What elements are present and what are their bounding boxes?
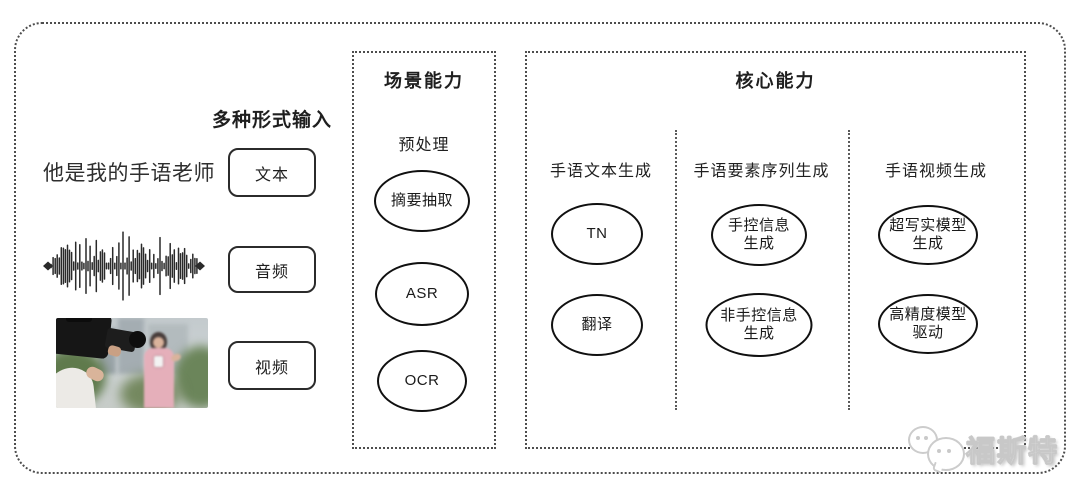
- bubble-eye: [924, 436, 928, 440]
- input-type-label: 视频: [254, 359, 289, 377]
- camera-viewfinder: [66, 318, 92, 322]
- video-input-thumbnail: [56, 318, 208, 408]
- node-label: 手控信息: [727, 217, 790, 234]
- node-label: 超写实模型: [889, 217, 967, 234]
- node-label: 摘要抽取: [390, 192, 453, 209]
- camera-lens-hood: [129, 331, 146, 348]
- chat-bubble-icon: [927, 437, 965, 474]
- photo-reporter: [142, 332, 182, 408]
- node-ocr: OCR: [377, 350, 467, 412]
- node-high-precision-model-driving: 高精度模型 驱动: [878, 294, 978, 354]
- bubble-eye: [947, 449, 951, 453]
- node-manual-info-generation: 手控信息 生成: [711, 204, 807, 266]
- node-translation: 翻译: [551, 294, 643, 356]
- node-label: 生成: [743, 235, 775, 252]
- column-heading-element-sequence: 手语要素序列生成: [693, 163, 830, 180]
- node-hyperrealistic-model-generation: 超写实模型 生成: [878, 205, 978, 265]
- input-type-box-text: 文本: [228, 148, 316, 197]
- node-label: 非手控信息: [720, 307, 798, 324]
- column-heading-video-generation: 手语视频生成: [884, 163, 987, 180]
- preprocess-label: 预处理: [398, 137, 450, 154]
- column-heading-text-generation: 手语文本生成: [549, 163, 652, 180]
- core-box-title: 核心能力: [735, 71, 816, 91]
- input-type-box-audio: 音频: [228, 246, 316, 293]
- scene-capability-box: 场景能力 预处理: [352, 51, 496, 449]
- watermark-brand-text: 福斯特: [965, 436, 1060, 469]
- audio-waveform: [42, 229, 206, 305]
- bubble-eye: [916, 436, 920, 440]
- bubble-tail: [931, 461, 944, 474]
- watermark: 福斯特: [892, 424, 1068, 474]
- node-summary-extraction: 摘要抽取: [374, 170, 470, 232]
- scene-box-title: 场景能力: [384, 71, 464, 91]
- node-asr: ASR: [375, 262, 469, 326]
- input-section-heading: 多种形式输入: [211, 110, 332, 131]
- node-tn: TN: [551, 203, 643, 265]
- node-label: 翻译: [581, 316, 613, 333]
- core-capability-box: 核心能力 手语文本生成 手语要素序列生成 手语视频生成: [525, 51, 1026, 449]
- input-type-box-video: 视频: [228, 341, 316, 390]
- input-type-label: 音频: [254, 263, 289, 281]
- node-label: OCR: [404, 372, 440, 389]
- reporter-face: [153, 337, 164, 348]
- outer-dotted-frame: [14, 22, 1066, 474]
- camera-body: [56, 318, 113, 360]
- node-label: 生成: [743, 325, 775, 342]
- node-label: ASR: [405, 285, 439, 302]
- input-type-label: 文本: [254, 166, 289, 184]
- column-divider: [848, 130, 850, 410]
- node-label: 高精度模型: [889, 306, 967, 323]
- reporter-microphone: [154, 356, 163, 367]
- sample-sentence-text: 他是我的手语老师: [43, 162, 215, 185]
- node-label: 驱动: [912, 324, 944, 341]
- node-non-manual-info-generation: 非手控信息 生成: [705, 293, 813, 357]
- node-label: 生成: [912, 235, 944, 252]
- column-divider: [675, 130, 677, 410]
- bubble-eye: [937, 449, 941, 453]
- node-label: TN: [586, 225, 608, 242]
